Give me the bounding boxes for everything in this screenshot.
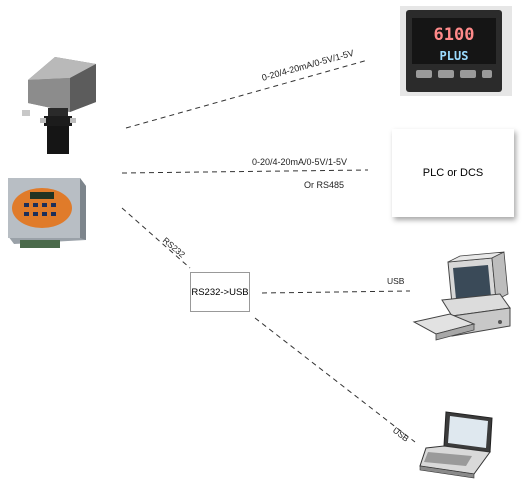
controller-display-line1: 6100 <box>434 25 475 45</box>
plc-label: PLC or DCS <box>422 167 484 179</box>
level-sensor-icon <box>22 57 96 154</box>
converter-label: RS232->USB <box>191 286 249 298</box>
connector-to-plc <box>121 169 369 174</box>
control-unit-icon <box>8 178 86 248</box>
connector-to-pc <box>261 290 411 294</box>
connector-to-laptop <box>254 317 416 443</box>
rs485-label: Or RS485 <box>304 180 345 190</box>
connector-to-converter <box>121 207 191 269</box>
laptop-icon <box>419 411 493 479</box>
usb-pc-label: USB <box>387 276 405 286</box>
panel-controller-icon: 6100 PLUS <box>400 6 512 96</box>
analog-output-label-2: 0-20/4-20mA/0-5V/1-5V <box>252 157 348 167</box>
rs232-usb-converter-box: RS232->USB <box>190 272 250 312</box>
plc-dcs-box: PLC or DCS <box>392 129 514 217</box>
connector-to-controller <box>125 59 369 129</box>
desktop-pc-icon <box>412 251 511 341</box>
controller-display-line2: PLUS <box>440 49 469 63</box>
